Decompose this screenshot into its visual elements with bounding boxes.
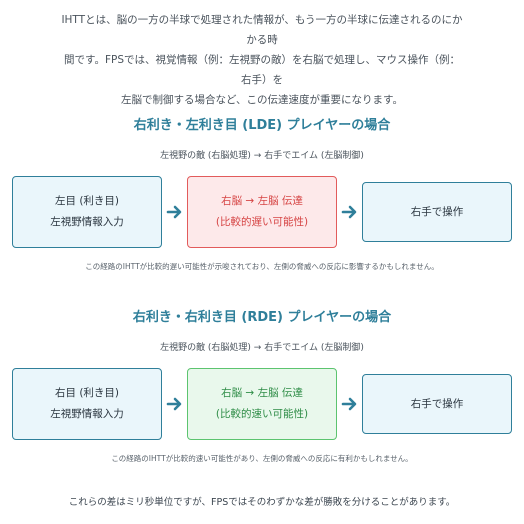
lde-transfer-box: 右脳 → 左脳 伝達 (比較的遅い可能性) — [187, 176, 337, 248]
rde-note: この経路のIHTTが比較的速い可能性があり、左側の脅威への反応に有利かもしれませ… — [111, 454, 413, 463]
rde-subtitle: 左視野の敵 (右脳処理) → 右手でエイム (左脳制御) — [160, 343, 364, 353]
lde-note: この経路のIHTTが比較的遅い可能性が示唆されており、左側の脅威への反応に影響す… — [85, 262, 439, 271]
lde-input-line-2: 左視野情報入力 — [50, 216, 124, 228]
lde-input-line-1: 左目 (利き目) — [54, 195, 120, 207]
arrow-right-icon — [166, 205, 182, 219]
lde-transfer-line-1: 右脳 → 左脳 伝達 — [221, 195, 303, 207]
rde-input-box: 右目 (利き目) 左視野情報入力 — [12, 368, 162, 440]
rde-output-box: 右手で操作 — [362, 374, 512, 434]
footer-text: これらの差はミリ秒単位ですが、FPSではそのわずかな差が勝敗を分けることがありま… — [68, 497, 456, 508]
rde-input-line-2: 左視野情報入力 — [50, 408, 124, 420]
lde-section-title: 右利き・左利き目 (LDE) プレイヤーの場合 — [133, 118, 391, 133]
rde-output-line-1: 右手で操作 — [410, 397, 464, 410]
rde-input-line-1: 右目 (利き目) — [54, 387, 120, 399]
arrow-right-icon — [341, 397, 357, 411]
lde-output-box: 右手で操作 — [362, 182, 512, 242]
arrow-right-icon — [166, 397, 182, 411]
lde-subtitle: 左視野の敵 (右脳処理) → 右手でエイム (左脳制御) — [160, 151, 364, 161]
lde-output-line-1: 右手で操作 — [410, 205, 464, 218]
intro-line-3: 左脳で制御する場合など、この伝達速度が重要になります。 — [121, 94, 403, 106]
arrow-right-icon — [341, 205, 357, 219]
rde-transfer-box: 右脳 → 左脳 伝達 (比較的速い可能性) — [187, 368, 337, 440]
lde-transfer-line-2: (比較的遅い可能性) — [215, 216, 309, 228]
lde-input-box: 左目 (利き目) 左視野情報入力 — [12, 176, 162, 248]
intro-paragraph: IHTTとは、脳の一方の半球で処理された情報が、もう一方の半球に伝達されるのにか… — [60, 10, 464, 110]
rde-transfer-line-1: 右脳 → 左脳 伝達 — [221, 387, 303, 399]
rde-transfer-line-2: (比較的速い可能性) — [215, 408, 309, 420]
rde-section-title: 右利き・右利き目 (RDE) プレイヤーの場合 — [132, 310, 392, 325]
intro-line-2: 間です。FPSでは、視覚情報（例：左視野の敵）を右脳で処理し、マウス操作（例：右… — [64, 54, 460, 86]
intro-line-1: IHTTとは、脳の一方の半球で処理された情報が、もう一方の半球に伝達されるのにか… — [61, 14, 463, 46]
